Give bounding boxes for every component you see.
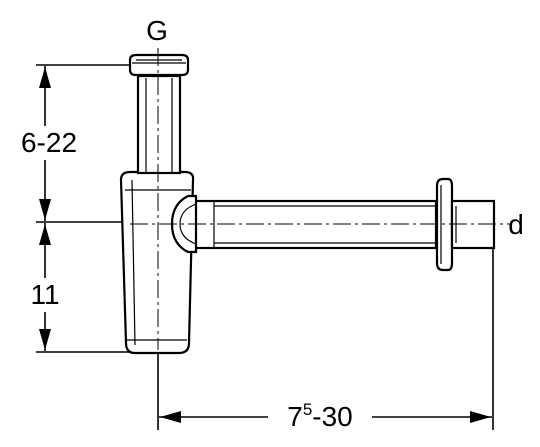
label-outlet-diameter: d bbox=[508, 209, 524, 240]
extension-lines bbox=[36, 64, 494, 430]
dimension-depth bbox=[159, 398, 492, 432]
label-depth: 75-30 bbox=[287, 400, 353, 432]
label-depth-base: 7 bbox=[287, 401, 303, 432]
label-body-height: 11 bbox=[30, 279, 59, 310]
dimension-body-height bbox=[24, 223, 66, 351]
label-depth-superscript: 5 bbox=[303, 400, 312, 419]
centre-lines bbox=[130, 48, 510, 350]
dimension-height-adjust bbox=[8, 66, 90, 221]
tail-pipe bbox=[136, 74, 182, 175]
top-connection-nut bbox=[128, 53, 190, 77]
label-height-adjust: 6-22 bbox=[21, 127, 77, 158]
label-top-connection: G bbox=[146, 15, 168, 46]
label-depth-range: -30 bbox=[312, 401, 352, 432]
